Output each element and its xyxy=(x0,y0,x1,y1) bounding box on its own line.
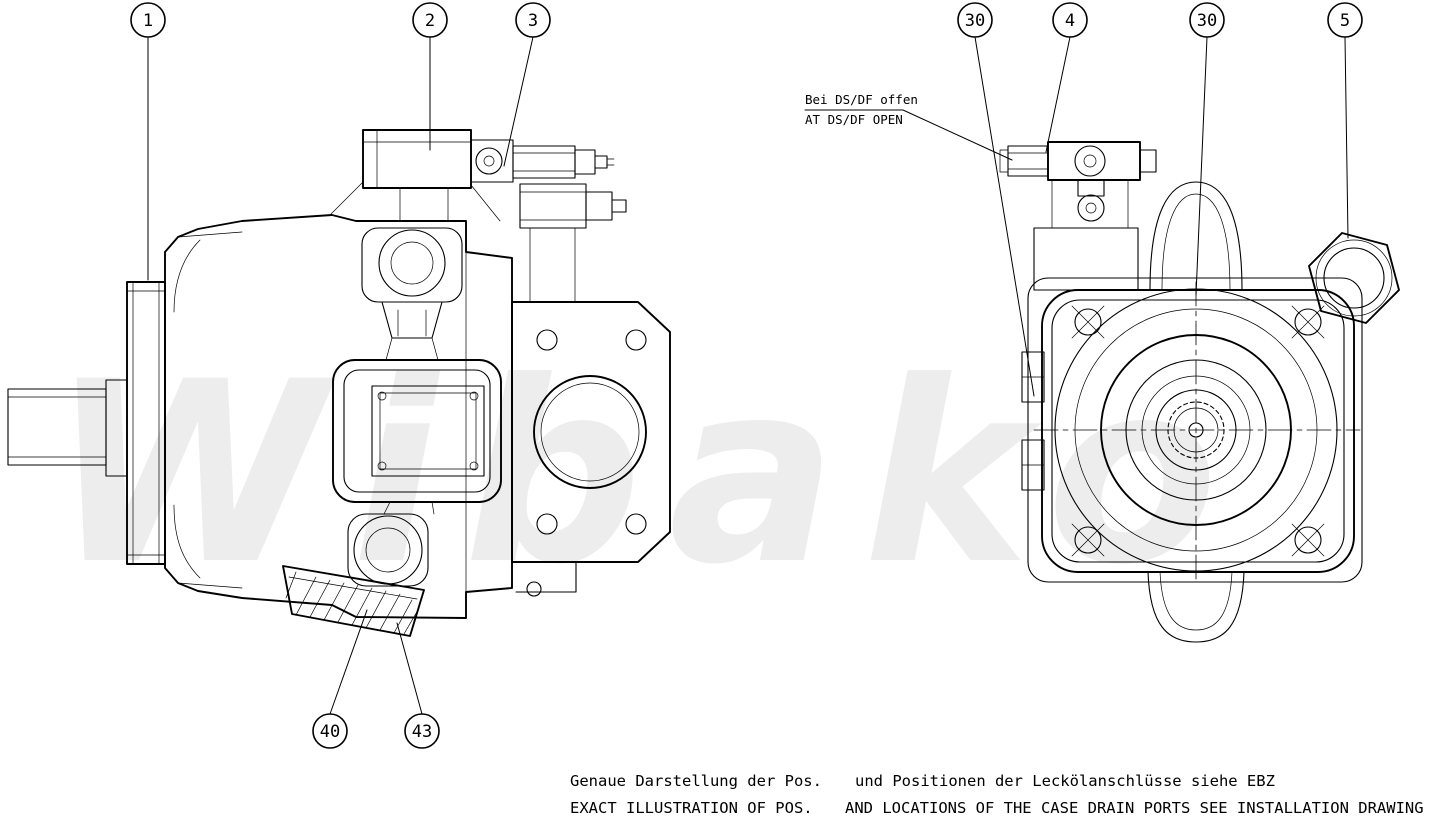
ds-df-port xyxy=(1007,145,1049,177)
leader-line-4 xyxy=(1045,36,1071,153)
bottom-port-boss xyxy=(347,501,435,587)
balloon-40: 40 xyxy=(312,609,368,749)
ds-df-note-leader xyxy=(804,109,1013,161)
shaft-spline xyxy=(1167,401,1225,459)
balloon-label-30-left: 30 xyxy=(965,11,985,31)
leader-line-40 xyxy=(329,609,368,715)
side-view xyxy=(7,129,671,637)
balloon-label-3: 3 xyxy=(528,11,538,31)
balloon-43: 43 xyxy=(396,622,440,749)
pump-housing xyxy=(164,214,513,619)
valve-assembly-front xyxy=(999,141,1157,291)
hatch-lines xyxy=(285,571,419,635)
centerlines xyxy=(1033,281,1361,581)
ds-df-note-line1: Bei DS/DF offen xyxy=(805,92,918,107)
balloon-30-right: 30 xyxy=(1189,2,1225,296)
adjustment-screw xyxy=(475,147,503,175)
housing-outline-rear xyxy=(1027,277,1363,583)
swivel-lever xyxy=(282,565,425,637)
balloon-label-43: 43 xyxy=(412,722,432,742)
leader-line-30-right xyxy=(1195,36,1208,296)
balloon-label-1: 1 xyxy=(143,11,153,31)
balloon-label-40: 40 xyxy=(320,722,340,742)
pilot-valve xyxy=(512,145,615,179)
leader-line-5 xyxy=(1344,36,1349,239)
footer-en-right: AND LOCATIONS OF THE CASE DRAIN PORTS SE… xyxy=(845,799,1424,817)
balloon-label-5: 5 xyxy=(1340,11,1350,31)
leader-line-3 xyxy=(503,36,534,167)
leader-line-43 xyxy=(396,622,423,715)
balloon-label-4: 4 xyxy=(1065,11,1075,31)
balloon-label-2: 2 xyxy=(425,11,435,31)
balloon-1: 1 xyxy=(130,2,166,281)
balloon-4: 4 xyxy=(1045,2,1088,153)
flange-bolt-holes xyxy=(1071,305,1325,557)
leader-line-30-left xyxy=(974,36,1035,397)
balloon-3: 3 xyxy=(503,2,551,167)
bottom-dome xyxy=(1147,571,1245,643)
balloon-2: 2 xyxy=(412,2,448,151)
footer-de-right: und Positionen der Leckölanschlüsse sieh… xyxy=(855,772,1275,790)
front-view xyxy=(999,141,1400,643)
watermark-text: Wibako xyxy=(50,328,1244,619)
ds-df-note-line2: AT DS/DF OPEN xyxy=(805,112,903,127)
concentric-bores xyxy=(1054,288,1338,572)
footer-de-left: Genaue Darstellung der Pos. xyxy=(570,772,822,790)
callouts: 1 2 3 30 4 30 xyxy=(130,2,1363,749)
service-port-flange xyxy=(332,359,502,503)
control-valve-block xyxy=(329,129,514,222)
top-port-boss xyxy=(361,227,463,361)
front-flange-outer xyxy=(1041,289,1355,573)
balloon-5: 5 xyxy=(1327,2,1363,239)
front-flange-inner xyxy=(1051,299,1345,563)
case-drain-ports xyxy=(1021,351,1045,491)
footer-en-left: EXACT ILLUSTRATION OF POS. xyxy=(570,799,813,817)
hex-plug xyxy=(1308,232,1400,324)
ds-df-note: Bei DS/DF offen AT DS/DF OPEN xyxy=(804,92,1013,161)
footer-note: Genaue Darstellung der Pos. und Position… xyxy=(570,772,1424,817)
rear-mounting-flange xyxy=(511,301,671,597)
balloon-label-30-right: 30 xyxy=(1197,11,1217,31)
balloon-30-left: 30 xyxy=(957,2,1035,397)
top-dome xyxy=(1149,181,1243,291)
solenoid-valve xyxy=(519,183,627,303)
